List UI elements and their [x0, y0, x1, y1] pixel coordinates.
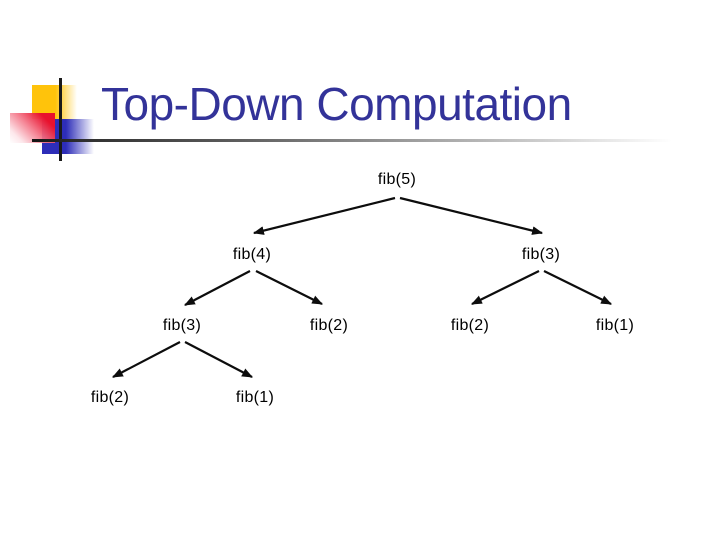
- tree-node-fib4: fib(4): [232, 246, 272, 263]
- tree-node-fib1-bottom: fib(1): [235, 389, 275, 406]
- tree-node-fib3-right: fib(3): [521, 246, 561, 263]
- slide-title: Top-Down Computation: [101, 78, 572, 130]
- tree-arrow-fib3-left-to-fib1-bottom: [184, 341, 253, 378]
- tree-node-fib1-right: fib(1): [595, 317, 635, 334]
- tree-node-fib2-mid: fib(2): [309, 317, 349, 334]
- tree-arrow-fib4-to-fib2-mid: [255, 270, 323, 305]
- vertical-crosshair-line: [59, 78, 62, 161]
- tree-arrow-fib4-to-fib3-left: [184, 270, 251, 306]
- tree-node-fib2-right: fib(2): [450, 317, 490, 334]
- tree-arrow-fib3-left-to-fib2-bottom: [112, 341, 181, 378]
- tree-node-fib5: fib(5): [377, 171, 417, 188]
- red-square-decoration: [10, 113, 55, 143]
- tree-arrow-fib5-to-fib4: [252, 196, 396, 235]
- tree-arrow-fib3-right-to-fib1-right: [543, 270, 612, 305]
- tree-arrow-fib5-to-fib3-right: [399, 196, 544, 235]
- title-underline: [32, 139, 672, 142]
- tree-node-fib2-bottom: fib(2): [90, 389, 130, 406]
- tree-node-fib3-left: fib(3): [162, 317, 202, 334]
- tree-arrow-fib3-right-to-fib2-right: [471, 270, 540, 305]
